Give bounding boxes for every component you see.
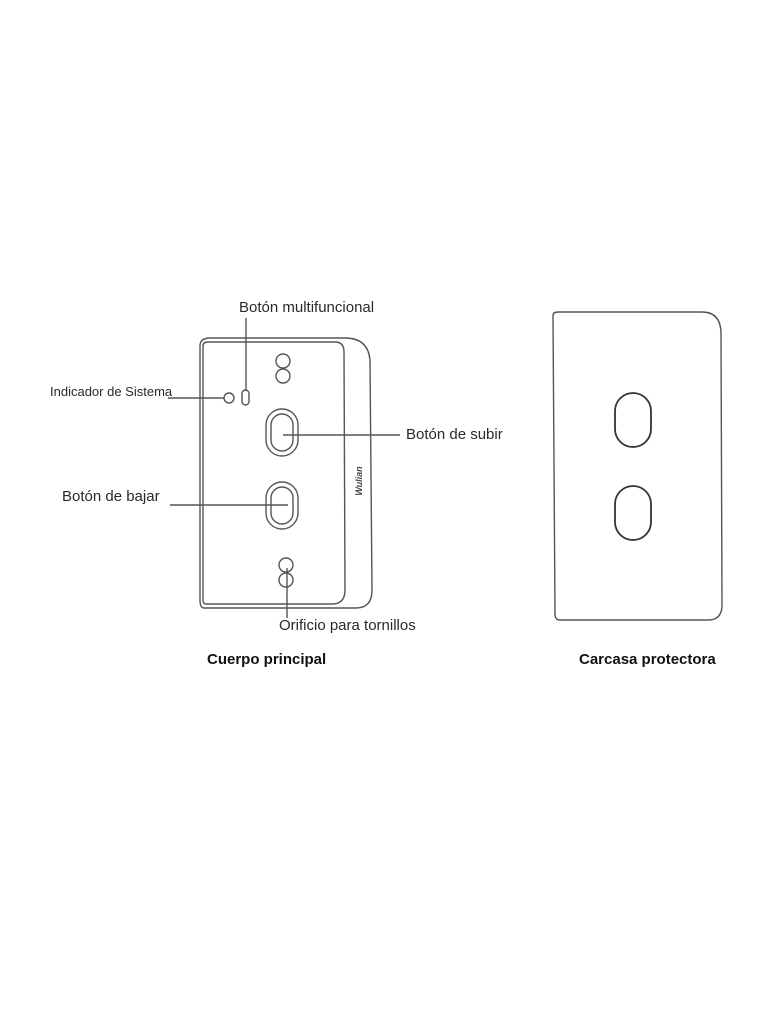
main-body-outer-shell [199,337,373,609]
cover-up-opening [614,392,652,448]
label-system-indicator: Indicador de Sistema [50,384,173,399]
main-body-front-plate [202,341,346,605]
protective-cover-outline [552,311,723,621]
up-button-shape [265,408,299,457]
label-multifunction-button: Botón multifuncional [239,299,375,316]
label-screw-hole: Orificio para tornillos [279,617,416,634]
cover-down-opening [614,485,652,541]
brand-logo: Wulian [354,466,364,496]
top-screw-holes [275,353,291,384]
multifunction-button-shape [241,389,250,406]
label-up-button: Botón de subir [406,426,503,443]
bottom-screw-holes [278,557,294,588]
system-indicator-led [223,392,235,404]
label-down-button: Botón de bajar [62,488,160,505]
caption-main-body: Cuerpo principal [207,651,327,668]
caption-protective-cover: Carcasa protectora [579,651,716,668]
